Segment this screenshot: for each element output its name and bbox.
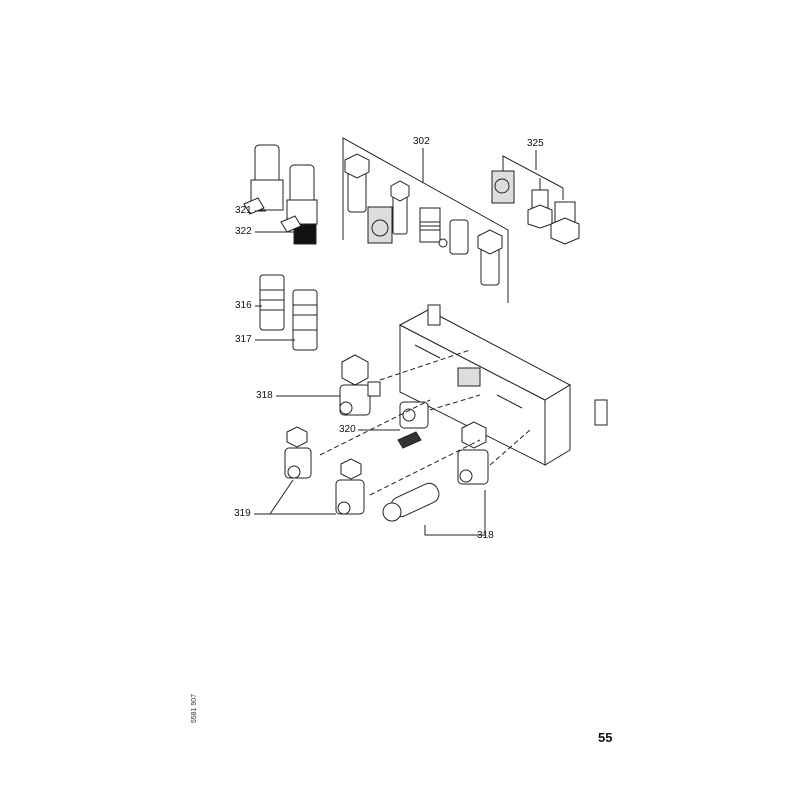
callout-325: 325 [527,138,544,149]
mounting-bracket [398,304,608,466]
ball-valves-321-322 [243,144,318,245]
callout-318-upper: 318 [256,390,273,401]
callout-317: 317 [235,334,252,345]
callout-321: 321 [235,205,252,216]
valve-320 [358,401,429,449]
kit-302-parts [344,153,503,286]
callout-319: 319 [234,508,251,519]
nipples-316-317 [255,274,318,351]
valves-319 [254,426,365,515]
callout-322: 322 [235,226,252,237]
dashed-leader-lines [319,349,531,496]
kit-302-panel [342,137,509,303]
valve-318-lower [382,421,489,536]
page-number: 55 [598,730,613,745]
callout-318-lower: 318 [477,530,494,541]
kit-325-panel [491,150,580,245]
callout-316: 316 [235,300,252,311]
callout-320: 320 [339,424,356,435]
callout-302: 302 [413,136,430,147]
document-code: 5581 907 [191,693,199,724]
valve-318-upper [276,354,381,416]
